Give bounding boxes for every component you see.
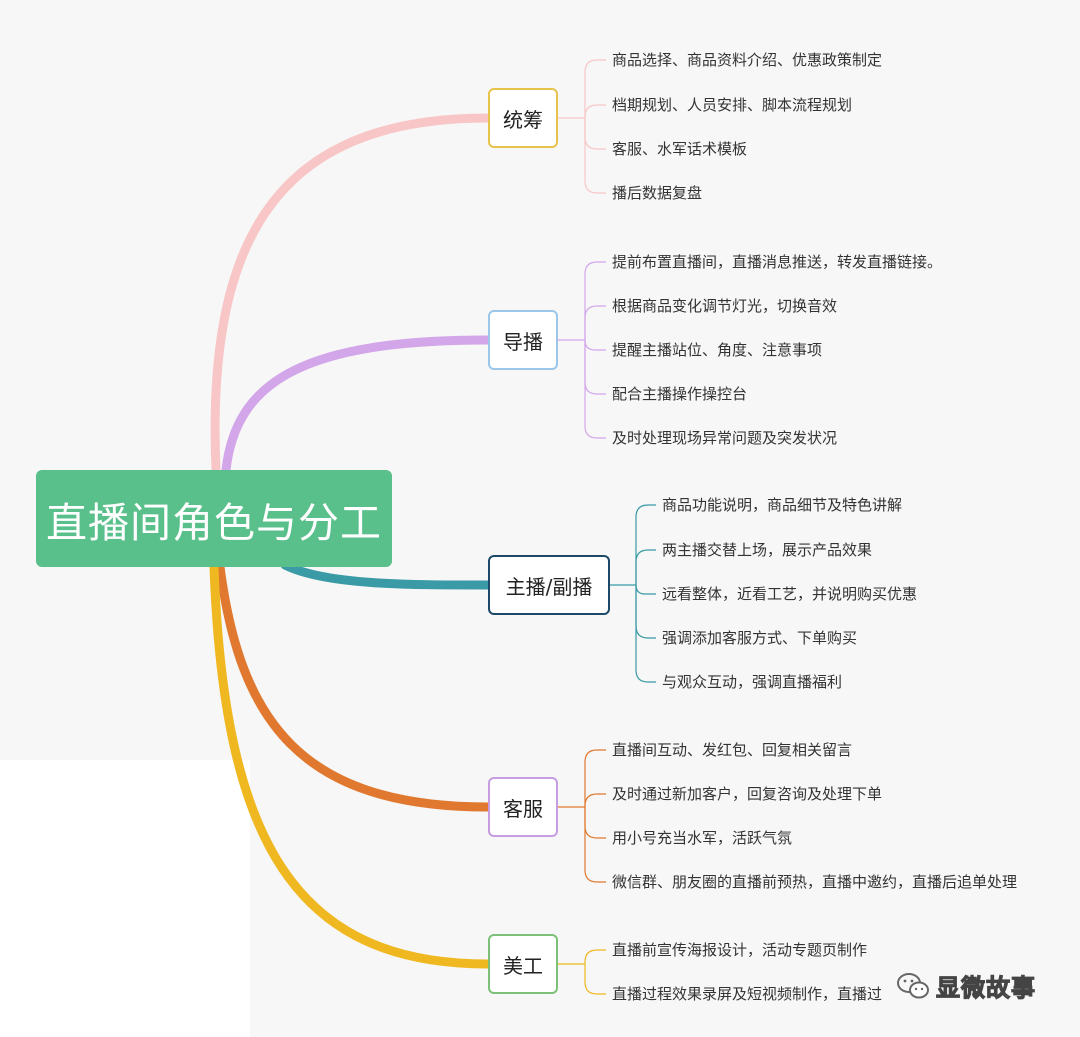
leaf-item[interactable]: 直播过程效果录屏及短视频制作，直播过	[612, 985, 883, 1003]
leaf-connector	[584, 261, 606, 340]
leaf-connector	[584, 949, 606, 964]
leaf-connector	[584, 118, 606, 194]
branch-connector-5	[209, 562, 493, 969]
leaf-connector	[635, 584, 656, 595]
leaf-item[interactable]: 两主播交替上场，展示产品效果	[662, 541, 873, 559]
leaf-item[interactable]: 强调添加客服方式、下单购买	[662, 629, 858, 647]
leaf-connector	[635, 549, 656, 585]
watermark-text: 显微故事	[936, 974, 1036, 1003]
leaf-connector	[584, 793, 606, 807]
leaf-connector	[635, 504, 656, 585]
leaf-item[interactable]: 直播间互动、发红包、回复相关留言	[612, 741, 853, 759]
leaf-item[interactable]: 商品功能说明，商品细节及特色讲解	[662, 496, 903, 514]
watermark: 显微故事	[896, 968, 1036, 1003]
branch-connector-1	[210, 113, 493, 475]
leaf-item[interactable]: 用小号充当水军，活跃气氛	[612, 829, 793, 847]
leaf-connector	[584, 749, 606, 807]
leaf-connector	[584, 964, 606, 995]
leaf-item[interactable]: 播后数据复盘	[612, 184, 703, 202]
branch-node-3[interactable]: 主播/副播	[488, 555, 610, 615]
branch-node-1[interactable]: 统筹	[488, 88, 558, 148]
leaf-item[interactable]: 根据商品变化调节灯光，切换音效	[612, 297, 838, 315]
branch-connector-2	[221, 335, 493, 475]
branch-connector-4	[215, 562, 493, 812]
branch-connector-3	[280, 560, 493, 590]
root-topic[interactable]: 直播间角色与分工	[36, 470, 392, 567]
leaf-connector	[584, 104, 606, 118]
leaf-connector	[584, 59, 606, 118]
leaf-connector	[584, 118, 606, 150]
leaf-connector	[635, 585, 656, 683]
leaf-connector	[584, 807, 606, 839]
leaf-item[interactable]: 及时处理现场异常问题及突发状况	[612, 429, 838, 447]
leaf-connector	[584, 340, 606, 439]
leaf-item[interactable]: 与观众互动，强调直播福利	[662, 673, 843, 691]
leaf-item[interactable]: 远看整体，近看工艺，并说明购买优惠	[662, 585, 918, 603]
branch-node-2[interactable]: 导播	[488, 310, 558, 370]
leaf-item[interactable]: 直播前宣传海报设计，活动专题页制作	[612, 941, 868, 959]
leaf-item[interactable]: 配合主播操作操控台	[612, 385, 748, 403]
leaf-item[interactable]: 档期规划、人员安排、脚本流程规划	[612, 96, 853, 114]
leaf-connector	[584, 807, 606, 883]
leaf-item[interactable]: 及时通过新加客户，回复咨询及处理下单	[612, 785, 883, 803]
branch-node-4[interactable]: 客服	[488, 777, 558, 837]
leaf-item[interactable]: 提前布置直播间，直播消息推送，转发直播链接。	[612, 253, 943, 271]
leaf-item[interactable]: 客服、水军话术模板	[612, 140, 748, 158]
branch-node-5[interactable]: 美工	[488, 934, 558, 994]
leaf-item[interactable]: 商品选择、商品资料介绍、优惠政策制定	[612, 51, 883, 69]
wechat-icon	[897, 972, 929, 998]
leaf-item[interactable]: 微信群、朋友圈的直播前预热，直播中邀约，直播后追单处理	[612, 873, 1018, 891]
leaf-item[interactable]: 提醒主播站位、角度、注意事项	[612, 341, 823, 359]
leaf-connector	[584, 305, 606, 340]
leaf-connector	[584, 339, 606, 351]
